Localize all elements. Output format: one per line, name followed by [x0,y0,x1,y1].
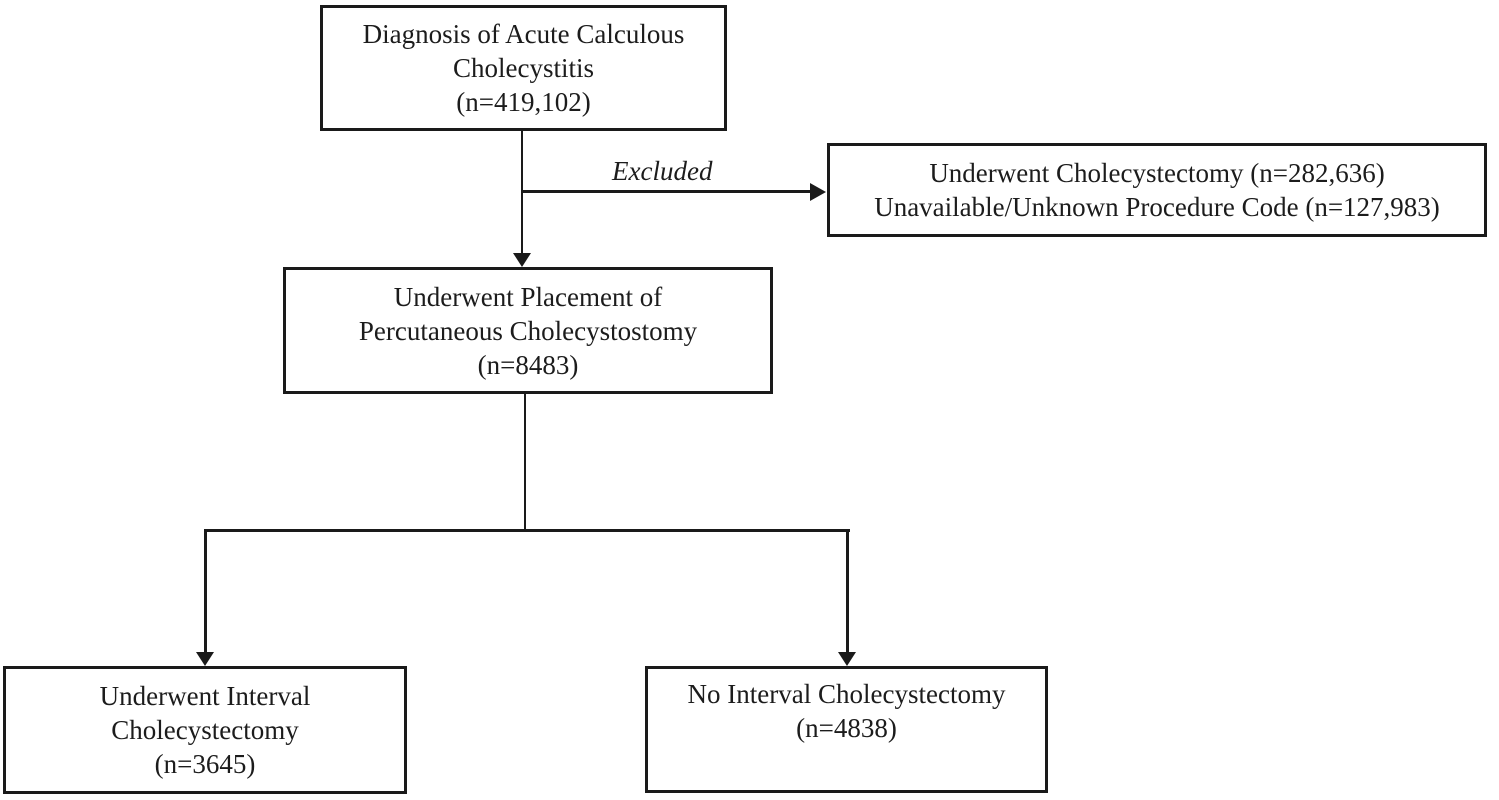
box-diagnosis-line-2: Cholecystitis [453,53,594,83]
box-excluded-line-1: Underwent Cholecystectomy (n=282,636) [929,158,1385,188]
box-cholecystostomy-line-3: (n=8483) [477,349,579,380]
box-diagnosis-line-1: Diagnosis of Acute Calculous [362,19,685,49]
connector-branch-horizontal [204,529,850,532]
box-excluded: Underwent Cholecystectomy (n=282,636) Un… [827,143,1487,237]
connector-excluded-horizontal [522,190,810,193]
arrowhead-right-icon [810,183,826,201]
excluded-label: Excluded [612,156,713,186]
connector-right-vertical [846,529,849,652]
connector-mid-vertical [524,394,526,531]
box-interval-line-2: Cholecystectomy [111,715,299,745]
box-interval-line-3: (n=3645) [154,749,256,779]
arrowhead-down-icon [513,253,531,267]
box-diagnosis: Diagnosis of Acute Calculous Cholecystit… [320,5,727,131]
connector-left-vertical [204,529,207,652]
box-no-interval-line-2: (n=4838) [796,713,897,743]
box-cholecystostomy-line-1: Underwent Placement of [393,281,663,312]
box-cholecystostomy: Underwent Placement of Percutaneous Chol… [283,267,773,394]
box-excluded-line-2: Unavailable/Unknown Procedure Code (n=12… [874,192,1440,222]
box-no-interval-cholecystectomy: No Interval Cholecystectomy (n=4838) [645,666,1048,793]
arrowhead-down-right-icon [838,652,856,666]
arrowhead-down-left-icon [196,652,214,666]
box-cholecystostomy-line-2: Percutaneous Cholecystostomy [358,315,698,346]
box-no-interval-line-1: No Interval Cholecystectomy [687,679,1006,709]
box-diagnosis-line-3: (n=419,102) [456,87,591,117]
box-interval-line-1: Underwent Interval [99,681,311,711]
connector-top-vertical [521,131,523,255]
box-interval-cholecystectomy: Underwent Interval Cholecystectomy (n=36… [3,666,407,794]
